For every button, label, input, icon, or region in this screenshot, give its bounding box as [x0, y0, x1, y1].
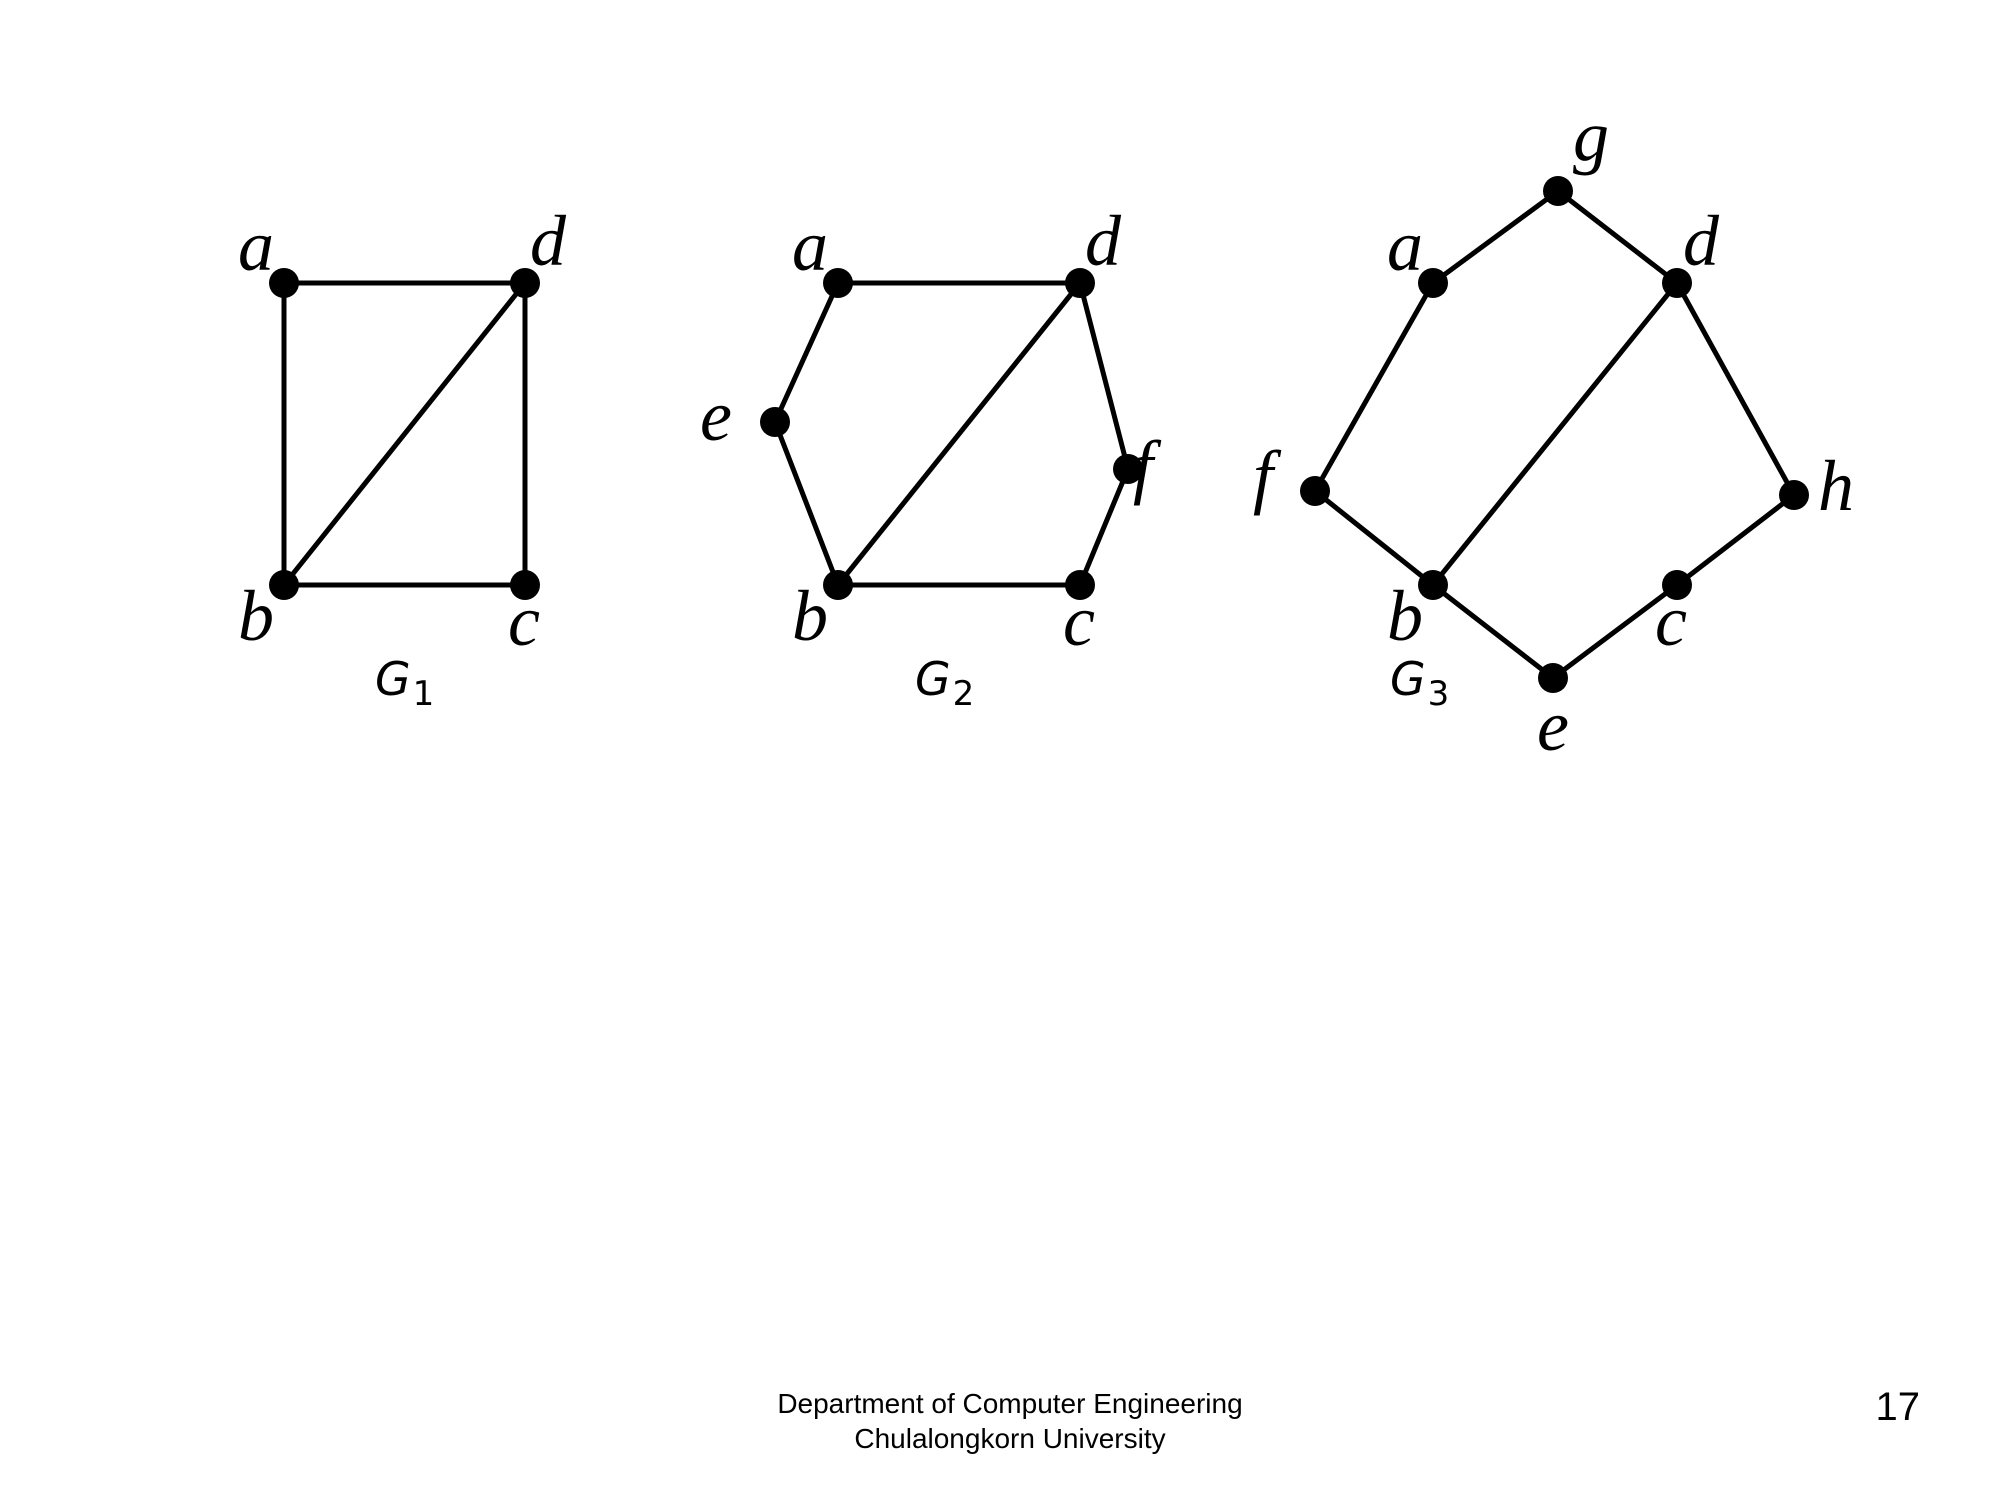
g3-vertex-label-f: f — [1253, 436, 1282, 516]
g3-vertex-b — [1418, 570, 1448, 600]
g2-edge-f-c — [1077, 466, 1131, 588]
g3-edge-d-h — [1674, 280, 1797, 498]
g1-vertex-label-d: d — [530, 201, 567, 281]
vertex-labels-layer: a b c d a b c d e f a b c d e f g h — [238, 96, 1854, 766]
g2-vertex-label-e: e — [700, 376, 732, 456]
g3-vertex-label-b: b — [1387, 576, 1423, 656]
g2-edge-b-d — [835, 280, 1083, 588]
g1-vertex-label-a: a — [238, 206, 274, 286]
footer-university: Chulalongkorn University — [854, 1423, 1166, 1454]
g3-vertex-label-c: c — [1655, 581, 1687, 661]
g3-vertex-e — [1538, 663, 1568, 693]
graph-labels-layer: G1 G2 G3 — [375, 652, 1449, 714]
nodes-layer — [269, 176, 1809, 693]
g3-vertex-a — [1418, 268, 1448, 298]
g1-edge-b-d — [281, 280, 528, 588]
g2-vertex-label-f: f — [1133, 426, 1162, 506]
g1-vertex-c — [510, 570, 540, 600]
g2-vertex-label-a: a — [792, 206, 828, 286]
g1-vertex-a — [269, 268, 299, 298]
g3-vertex-label-a: a — [1387, 206, 1423, 286]
g3-vertex-label-h: h — [1818, 446, 1854, 526]
g3-edge-b-d — [1430, 280, 1680, 588]
g2-vertex-f — [1113, 454, 1143, 484]
g3-edge-g-d — [1555, 188, 1680, 286]
g2-vertex-c — [1065, 570, 1095, 600]
g2-vertex-label-d: d — [1085, 201, 1122, 281]
g3-vertex-g — [1543, 176, 1573, 206]
g3-edge-a-f — [1312, 280, 1436, 494]
g3-edge-f-b — [1312, 488, 1436, 588]
g2-edge-e-b — [772, 419, 841, 588]
g2-vertex-a — [823, 268, 853, 298]
g2-edge-a-e — [772, 280, 841, 425]
g3-vertex-f — [1300, 476, 1330, 506]
g3-edge-c-e — [1550, 582, 1680, 681]
footer: Department of Computer Engineering Chula… — [700, 1386, 1320, 1456]
g1-vertex-label-c: c — [508, 581, 540, 661]
g3-vertex-d — [1662, 268, 1692, 298]
g3-vertex-c — [1662, 570, 1692, 600]
g3-edge-h-c — [1674, 492, 1797, 588]
g3-edge-g-a — [1430, 188, 1561, 286]
g1-vertex-b — [269, 570, 299, 600]
page-number: 17 — [1875, 1385, 1921, 1429]
g3-vertex-h — [1779, 480, 1809, 510]
g2-vertex-label-c: c — [1063, 581, 1095, 661]
g3-vertex-label-d: d — [1683, 201, 1720, 281]
g2-vertex-label-b: b — [792, 576, 828, 656]
g1-vertex-label-b: b — [238, 576, 274, 656]
g1-vertex-d — [510, 268, 540, 298]
g3-graph-label: G3 — [1390, 652, 1449, 714]
g3-vertex-label-e: e — [1537, 686, 1569, 766]
g2-edge-d-f — [1077, 280, 1131, 472]
g1-graph-label: G1 — [375, 652, 434, 714]
g2-vertex-e — [760, 407, 790, 437]
edges-layer — [281, 188, 1797, 681]
g3-edge-b-e — [1430, 582, 1556, 681]
g2-graph-label: G2 — [915, 652, 974, 714]
g2-vertex-b — [823, 570, 853, 600]
g3-vertex-label-g: g — [1573, 96, 1609, 176]
footer-department: Department of Computer Engineering — [777, 1388, 1243, 1419]
g2-vertex-d — [1065, 268, 1095, 298]
